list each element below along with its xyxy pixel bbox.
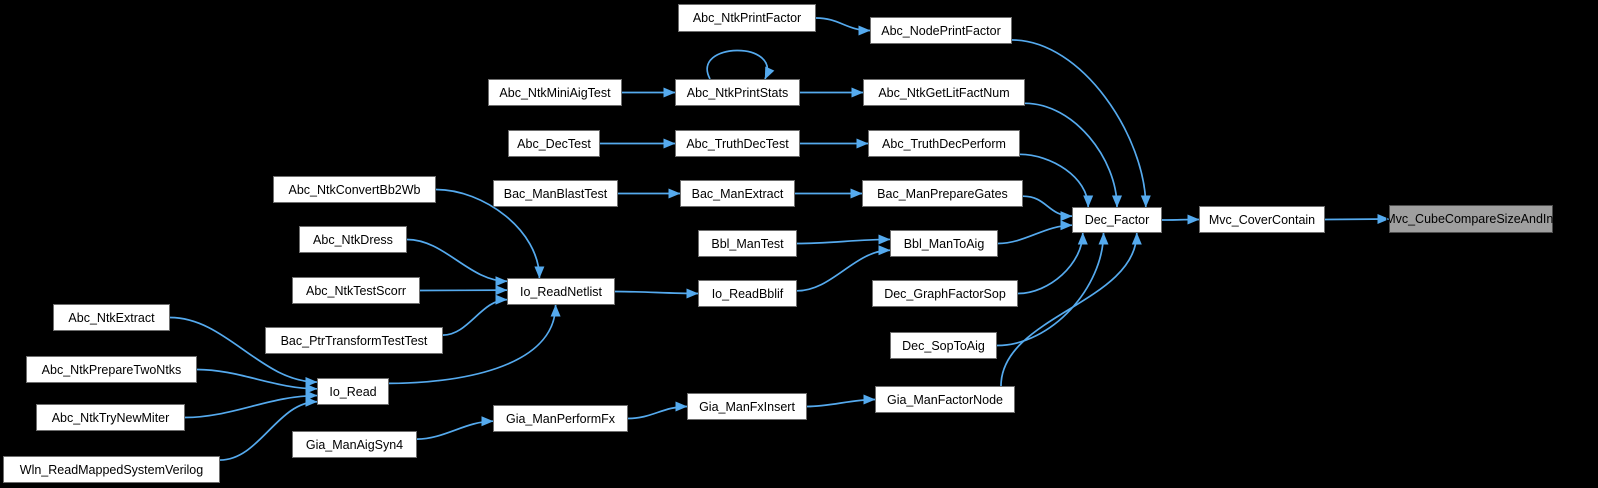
edge-Bbl_ManTest-to-Bbl_ManToAig — [796, 234, 891, 245]
edge-Gia_ManFxInsert-to-Gia_ManFactorNode — [806, 394, 876, 408]
edge-Io_ReadBblif-to-Bbl_ManToAig — [796, 245, 891, 292]
node-Abc_NtkPrintStats[interactable]: Abc_NtkPrintStats — [675, 79, 800, 106]
edge-Dec_Factor-to-Mvc_CoverContain — [1161, 214, 1200, 225]
node-Gia_ManFxInsert[interactable]: Gia_ManFxInsert — [687, 393, 807, 420]
edge-Abc_NtkConvertBb2Wb-to-Io_ReadNetlist — [435, 188, 545, 279]
node-Bbl_ManTest[interactable]: Bbl_ManTest — [698, 230, 797, 257]
node-Abc_NtkExtract[interactable]: Abc_NtkExtract — [53, 304, 170, 331]
edge-Bac_ManPrepareGates-to-Dec_Factor — [1022, 195, 1073, 222]
edge-Dec_GraphFactorSop-to-Dec_Factor — [1017, 232, 1088, 295]
node-Abc_NtkConvertBb2Wb[interactable]: Abc_NtkConvertBb2Wb — [273, 176, 436, 203]
edge-Mvc_CoverContain-to-Mvc_CubeCompareSizeAndInt — [1324, 214, 1390, 225]
node-Dec_SopToAig[interactable]: Dec_SopToAig — [890, 332, 997, 359]
node-Gia_ManAigSyn4[interactable]: Gia_ManAigSyn4 — [292, 431, 417, 458]
edge-Abc_NtkPrintStats-to-Abc_NtkPrintStats — [706, 49, 775, 80]
node-Abc_NtkTestScorr[interactable]: Abc_NtkTestScorr — [292, 277, 420, 304]
node-Dec_GraphFactorSop[interactable]: Dec_GraphFactorSop — [872, 280, 1018, 307]
edge-Abc_NtkPrepareTwoNtks-to-Io_Read — [196, 368, 318, 394]
node-Bac_ManBlastTest[interactable]: Bac_ManBlastTest — [493, 180, 618, 207]
edge-Abc_NtkExtract-to-Io_Read — [169, 316, 318, 388]
edge-Io_Read-to-Io_ReadNetlist — [388, 304, 561, 385]
node-Abc_TruthDecTest[interactable]: Abc_TruthDecTest — [675, 130, 800, 157]
edge-Bac_PtrTransformTestTest-to-Io_ReadNetlist — [442, 294, 508, 336]
edge-Bbl_ManToAig-to-Dec_Factor — [997, 220, 1073, 245]
edge-Gia_ManAigSyn4-to-Gia_ManPerformFx — [416, 416, 494, 440]
edge-Abc_NtkPrintFactor-to-Abc_NodePrintFactor — [815, 17, 871, 36]
node-Io_Read[interactable]: Io_Read — [317, 378, 389, 405]
node-Io_ReadBblif[interactable]: Io_ReadBblif — [698, 280, 797, 307]
node-Dec_Factor[interactable]: Dec_Factor — [1072, 207, 1162, 233]
edge-Io_ReadNetlist-to-Io_ReadBblif — [614, 288, 699, 299]
node-Abc_NodePrintFactor[interactable]: Abc_NodePrintFactor — [870, 17, 1012, 44]
node-Gia_ManPerformFx[interactable]: Gia_ManPerformFx — [493, 405, 628, 432]
node-Wln_ReadMappedSystemVerilog[interactable]: Wln_ReadMappedSystemVerilog — [3, 456, 220, 483]
node-Bbl_ManToAig[interactable]: Bbl_ManToAig — [890, 230, 998, 257]
edge-Gia_ManFactorNode-to-Dec_Factor — [1000, 232, 1142, 387]
node-Bac_ManExtract[interactable]: Bac_ManExtract — [680, 180, 795, 207]
edge-Wln_ReadMappedSystemVerilog-to-Io_Read — [219, 396, 318, 461]
node-Mvc_CubeCompareSizeAndInt: Mvc_CubeCompareSizeAndInt — [1385, 205, 1557, 233]
edge-Dec_SopToAig-to-Dec_Factor — [996, 232, 1109, 347]
edge-Abc_TruthDecPerform-to-Dec_Factor — [1019, 153, 1094, 208]
node-Mvc_CoverContain[interactable]: Mvc_CoverContain — [1199, 206, 1325, 233]
node-Bac_PtrTransformTestTest[interactable]: Bac_PtrTransformTestTest — [265, 327, 443, 354]
edge-Abc_NtkGetLitFactNum-to-Dec_Factor — [1024, 102, 1122, 208]
node-Gia_ManFactorNode[interactable]: Gia_ManFactorNode — [875, 386, 1015, 413]
edges-group — [169, 17, 1390, 461]
edge-Abc_NtkTryNewMiter-to-Io_Read — [184, 390, 318, 419]
node-Io_ReadNetlist[interactable]: Io_ReadNetlist — [507, 278, 615, 305]
node-Abc_DecTest[interactable]: Abc_DecTest — [508, 130, 600, 157]
node-Abc_NtkDress[interactable]: Abc_NtkDress — [299, 226, 407, 253]
node-Abc_NtkGetLitFactNum[interactable]: Abc_NtkGetLitFactNum — [863, 79, 1025, 106]
edge-Abc_NodePrintFactor-to-Dec_Factor — [1011, 39, 1151, 208]
node-Abc_NtkPrintFactor[interactable]: Abc_NtkPrintFactor — [678, 4, 816, 32]
edge-Gia_ManPerformFx-to-Gia_ManFxInsert — [627, 401, 688, 420]
node-Abc_TruthDecPerform[interactable]: Abc_TruthDecPerform — [868, 130, 1020, 157]
node-Abc_NtkPrepareTwoNtks[interactable]: Abc_NtkPrepareTwoNtks — [26, 356, 197, 383]
node-Abc_NtkMiniAigTest[interactable]: Abc_NtkMiniAigTest — [488, 79, 622, 106]
node-Bac_ManPrepareGates[interactable]: Bac_ManPrepareGates — [862, 180, 1023, 207]
edge-Abc_NtkDress-to-Io_ReadNetlist — [406, 238, 508, 287]
node-Abc_NtkTryNewMiter[interactable]: Abc_NtkTryNewMiter — [36, 404, 185, 431]
